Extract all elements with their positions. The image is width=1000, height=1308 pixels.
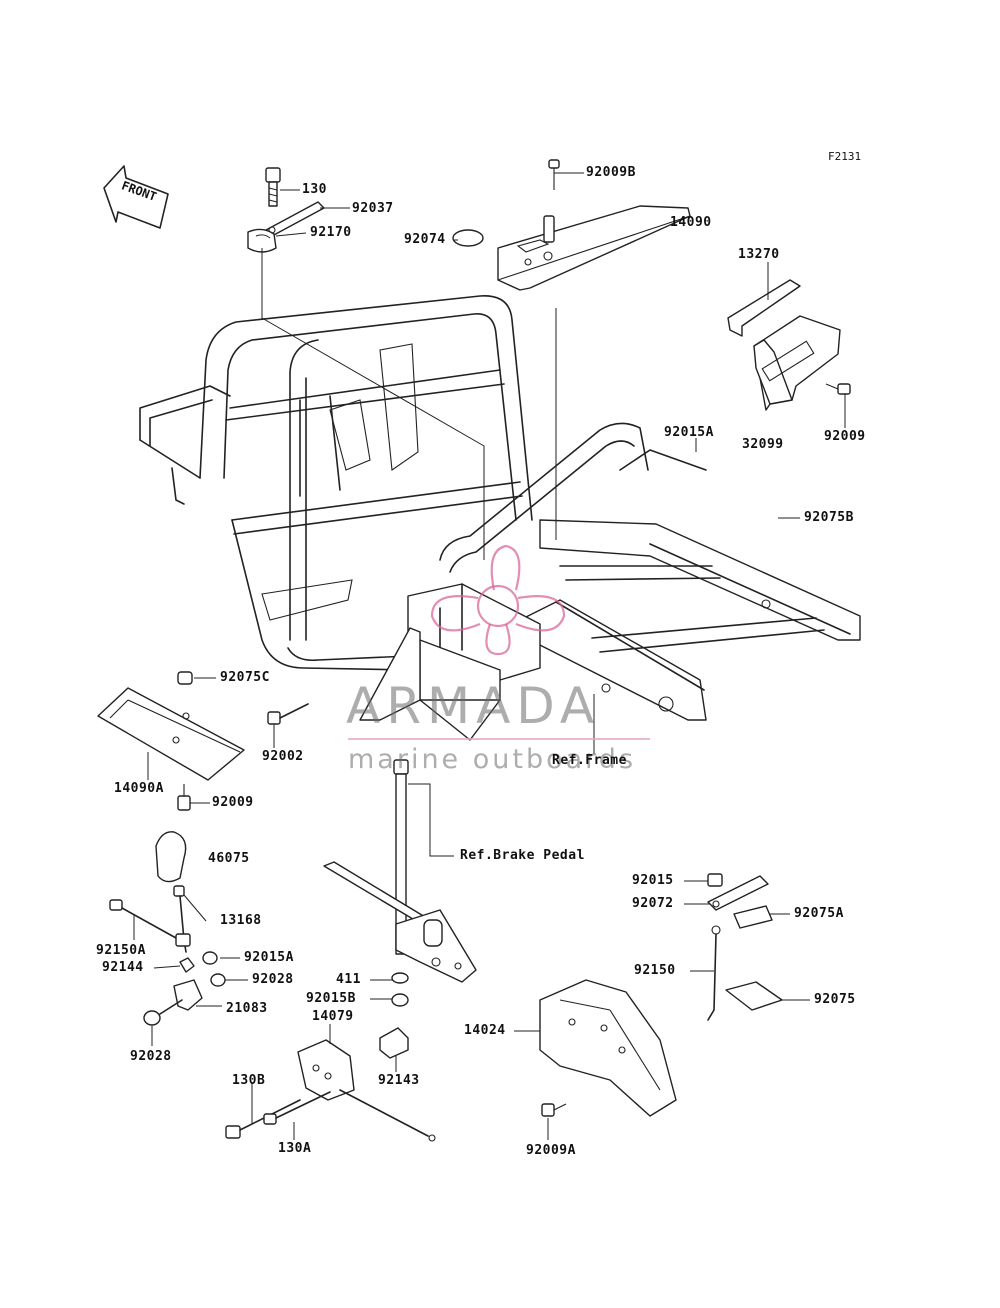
watermark-logo: [430, 544, 566, 656]
part-label-13270: 13270: [738, 247, 780, 262]
linkage-parts-icon: [109, 899, 226, 1026]
cover-14024-icon: [539, 979, 677, 1117]
part-label-411: 411: [336, 972, 361, 987]
knob-46075-icon: [155, 831, 187, 883]
collar-92143-icon: [379, 1027, 409, 1059]
cap-92074-icon: [452, 229, 484, 247]
part-label-14079: 14079: [312, 1009, 354, 1024]
frame-illustration: [139, 295, 861, 741]
part-label-92009B: 92009B: [586, 165, 636, 180]
part-label-130: 130: [302, 182, 327, 197]
screw-92009-right-icon: [825, 383, 851, 395]
watermark-title: ARMADA: [346, 677, 601, 735]
front-arrow-icon: [103, 165, 169, 229]
clamp-92170-icon: [247, 228, 277, 253]
cap-92075C-icon: [177, 671, 193, 685]
box-32099-icon: [753, 315, 841, 411]
part-label-92002: 92002: [262, 749, 304, 764]
part-label-21083: 21083: [226, 1001, 268, 1016]
part-label-92028-a: 92028: [252, 972, 294, 987]
pad-92075A-icon: [733, 905, 773, 929]
pad-92075-icon: [725, 981, 783, 1011]
part-label-14090: 14090: [670, 215, 712, 230]
ref-brake-pedal-label: Ref.Brake Pedal: [460, 848, 585, 863]
rod-92150-icon: [707, 925, 721, 1021]
part-label-13168: 13168: [220, 913, 262, 928]
watermark-divider: [348, 738, 650, 740]
bolt-130A-icon: [263, 1091, 331, 1125]
part-label-92150A: 92150A: [96, 943, 146, 958]
screw-92009A-icon: [541, 1103, 567, 1117]
screw-92009B-icon: [548, 159, 560, 190]
part-label-92015: 92015: [632, 873, 674, 888]
part-label-92009-top: 92009: [824, 429, 866, 444]
part-label-92143: 92143: [378, 1073, 420, 1088]
part-label-32099: 32099: [742, 437, 784, 452]
part-label-46075: 46075: [208, 851, 250, 866]
part-label-14090A: 14090A: [114, 781, 164, 796]
part-label-130B: 130B: [232, 1073, 266, 1088]
part-label-92028-b: 92028: [130, 1049, 172, 1064]
part-label-92074: 92074: [404, 232, 446, 247]
plate-14090-icon: [497, 205, 691, 291]
ref-frame-label: Ref.Frame: [552, 753, 627, 768]
watermark-subtitle: marine outboards: [348, 744, 637, 775]
part-label-92075: 92075: [814, 992, 856, 1007]
bolt-92002-icon: [267, 703, 309, 725]
nut-92015-icon: [707, 873, 723, 887]
screw-92009-left-icon: [177, 784, 191, 811]
part-label-92009A: 92009A: [526, 1143, 576, 1158]
part-label-92075A: 92075A: [794, 906, 844, 921]
bracket-92072-icon: [707, 875, 769, 911]
part-label-92072: 92072: [632, 896, 674, 911]
brake-pedal-assembly-icon: [323, 759, 477, 1007]
bolt-130-icon: [265, 167, 281, 207]
part-label-92170: 92170: [310, 225, 352, 240]
bolt-130B-icon: [225, 1099, 301, 1139]
plate-14090A-icon: [97, 687, 245, 781]
part-label-92037: 92037: [352, 201, 394, 216]
bracket-14079-icon: [297, 1039, 436, 1142]
part-label-92075C: 92075C: [220, 670, 270, 685]
part-label-14024: 14024: [464, 1023, 506, 1038]
part-label-92075B: 92075B: [804, 510, 854, 525]
part-label-92009-left: 92009: [212, 795, 254, 810]
part-label-92150: 92150: [634, 963, 676, 978]
part-label-130A: 130A: [278, 1141, 312, 1156]
part-label-92015B: 92015B: [306, 991, 356, 1006]
figure-code: F2131: [828, 150, 862, 163]
leader-lines: [133, 172, 846, 1140]
part-label-92144: 92144: [102, 960, 144, 975]
part-label-92015A-mid: 92015A: [244, 950, 294, 965]
bracket-13270-icon: [727, 279, 801, 337]
part-label-92015A-top: 92015A: [664, 425, 714, 440]
